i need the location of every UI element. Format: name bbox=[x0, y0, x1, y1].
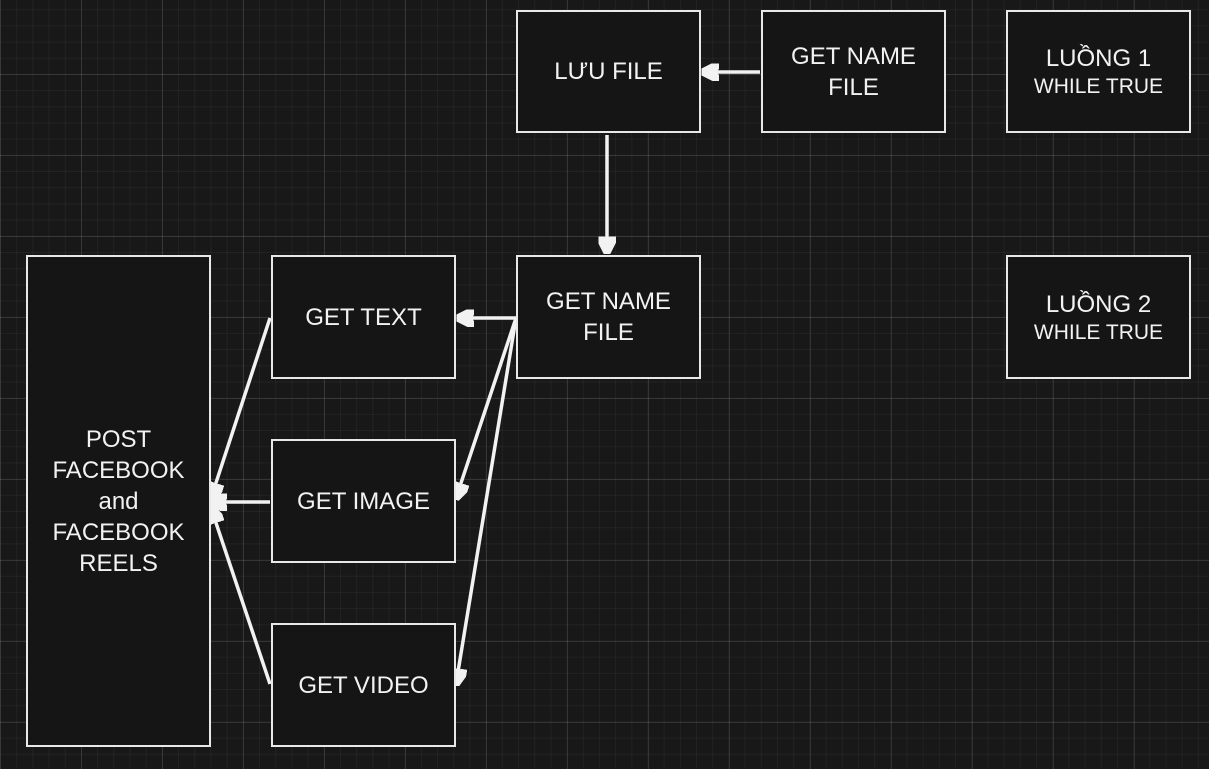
node-label: GET NAME FILE bbox=[546, 288, 671, 346]
node-label: GET VIDEO bbox=[298, 671, 429, 699]
node-sublabel: WHILE TRUE bbox=[1033, 320, 1164, 344]
node-label: GET NAME FILE bbox=[791, 42, 916, 101]
edge-get-name-file-to-get-image bbox=[456, 317, 518, 498]
node-luong-1[interactable]: LUỒNG 1 WHILE TRUE bbox=[1006, 10, 1191, 133]
edge-get-name-file-to-get-video bbox=[456, 317, 518, 684]
node-luu-file[interactable]: LƯU FILE bbox=[516, 10, 701, 133]
edge-get-video-to-post-facebook bbox=[211, 508, 272, 685]
node-get-name-file-top[interactable]: GET NAME FILE bbox=[761, 10, 946, 133]
node-get-image[interactable]: GET IMAGE bbox=[271, 439, 456, 563]
node-label: GET IMAGE bbox=[297, 487, 430, 515]
node-label: LUỒNG 1 bbox=[1045, 45, 1152, 72]
node-luong-2[interactable]: LUỒNG 2 WHILE TRUE bbox=[1006, 255, 1191, 379]
node-get-name-file[interactable]: GET NAME FILE bbox=[516, 255, 701, 379]
edge-get-text-to-post-facebook bbox=[211, 317, 272, 498]
node-label: POST FACEBOOK and FACEBOOK REELS bbox=[52, 425, 185, 577]
node-post-facebook[interactable]: POST FACEBOOK and FACEBOOK REELS bbox=[26, 255, 211, 747]
node-get-text[interactable]: GET TEXT bbox=[271, 255, 456, 379]
node-label: GET TEXT bbox=[305, 303, 422, 331]
node-label: LƯU FILE bbox=[554, 58, 663, 85]
node-label: LUỒNG 2 bbox=[1045, 290, 1152, 318]
node-sublabel: WHILE TRUE bbox=[1033, 75, 1164, 98]
node-get-video[interactable]: GET VIDEO bbox=[271, 623, 456, 747]
